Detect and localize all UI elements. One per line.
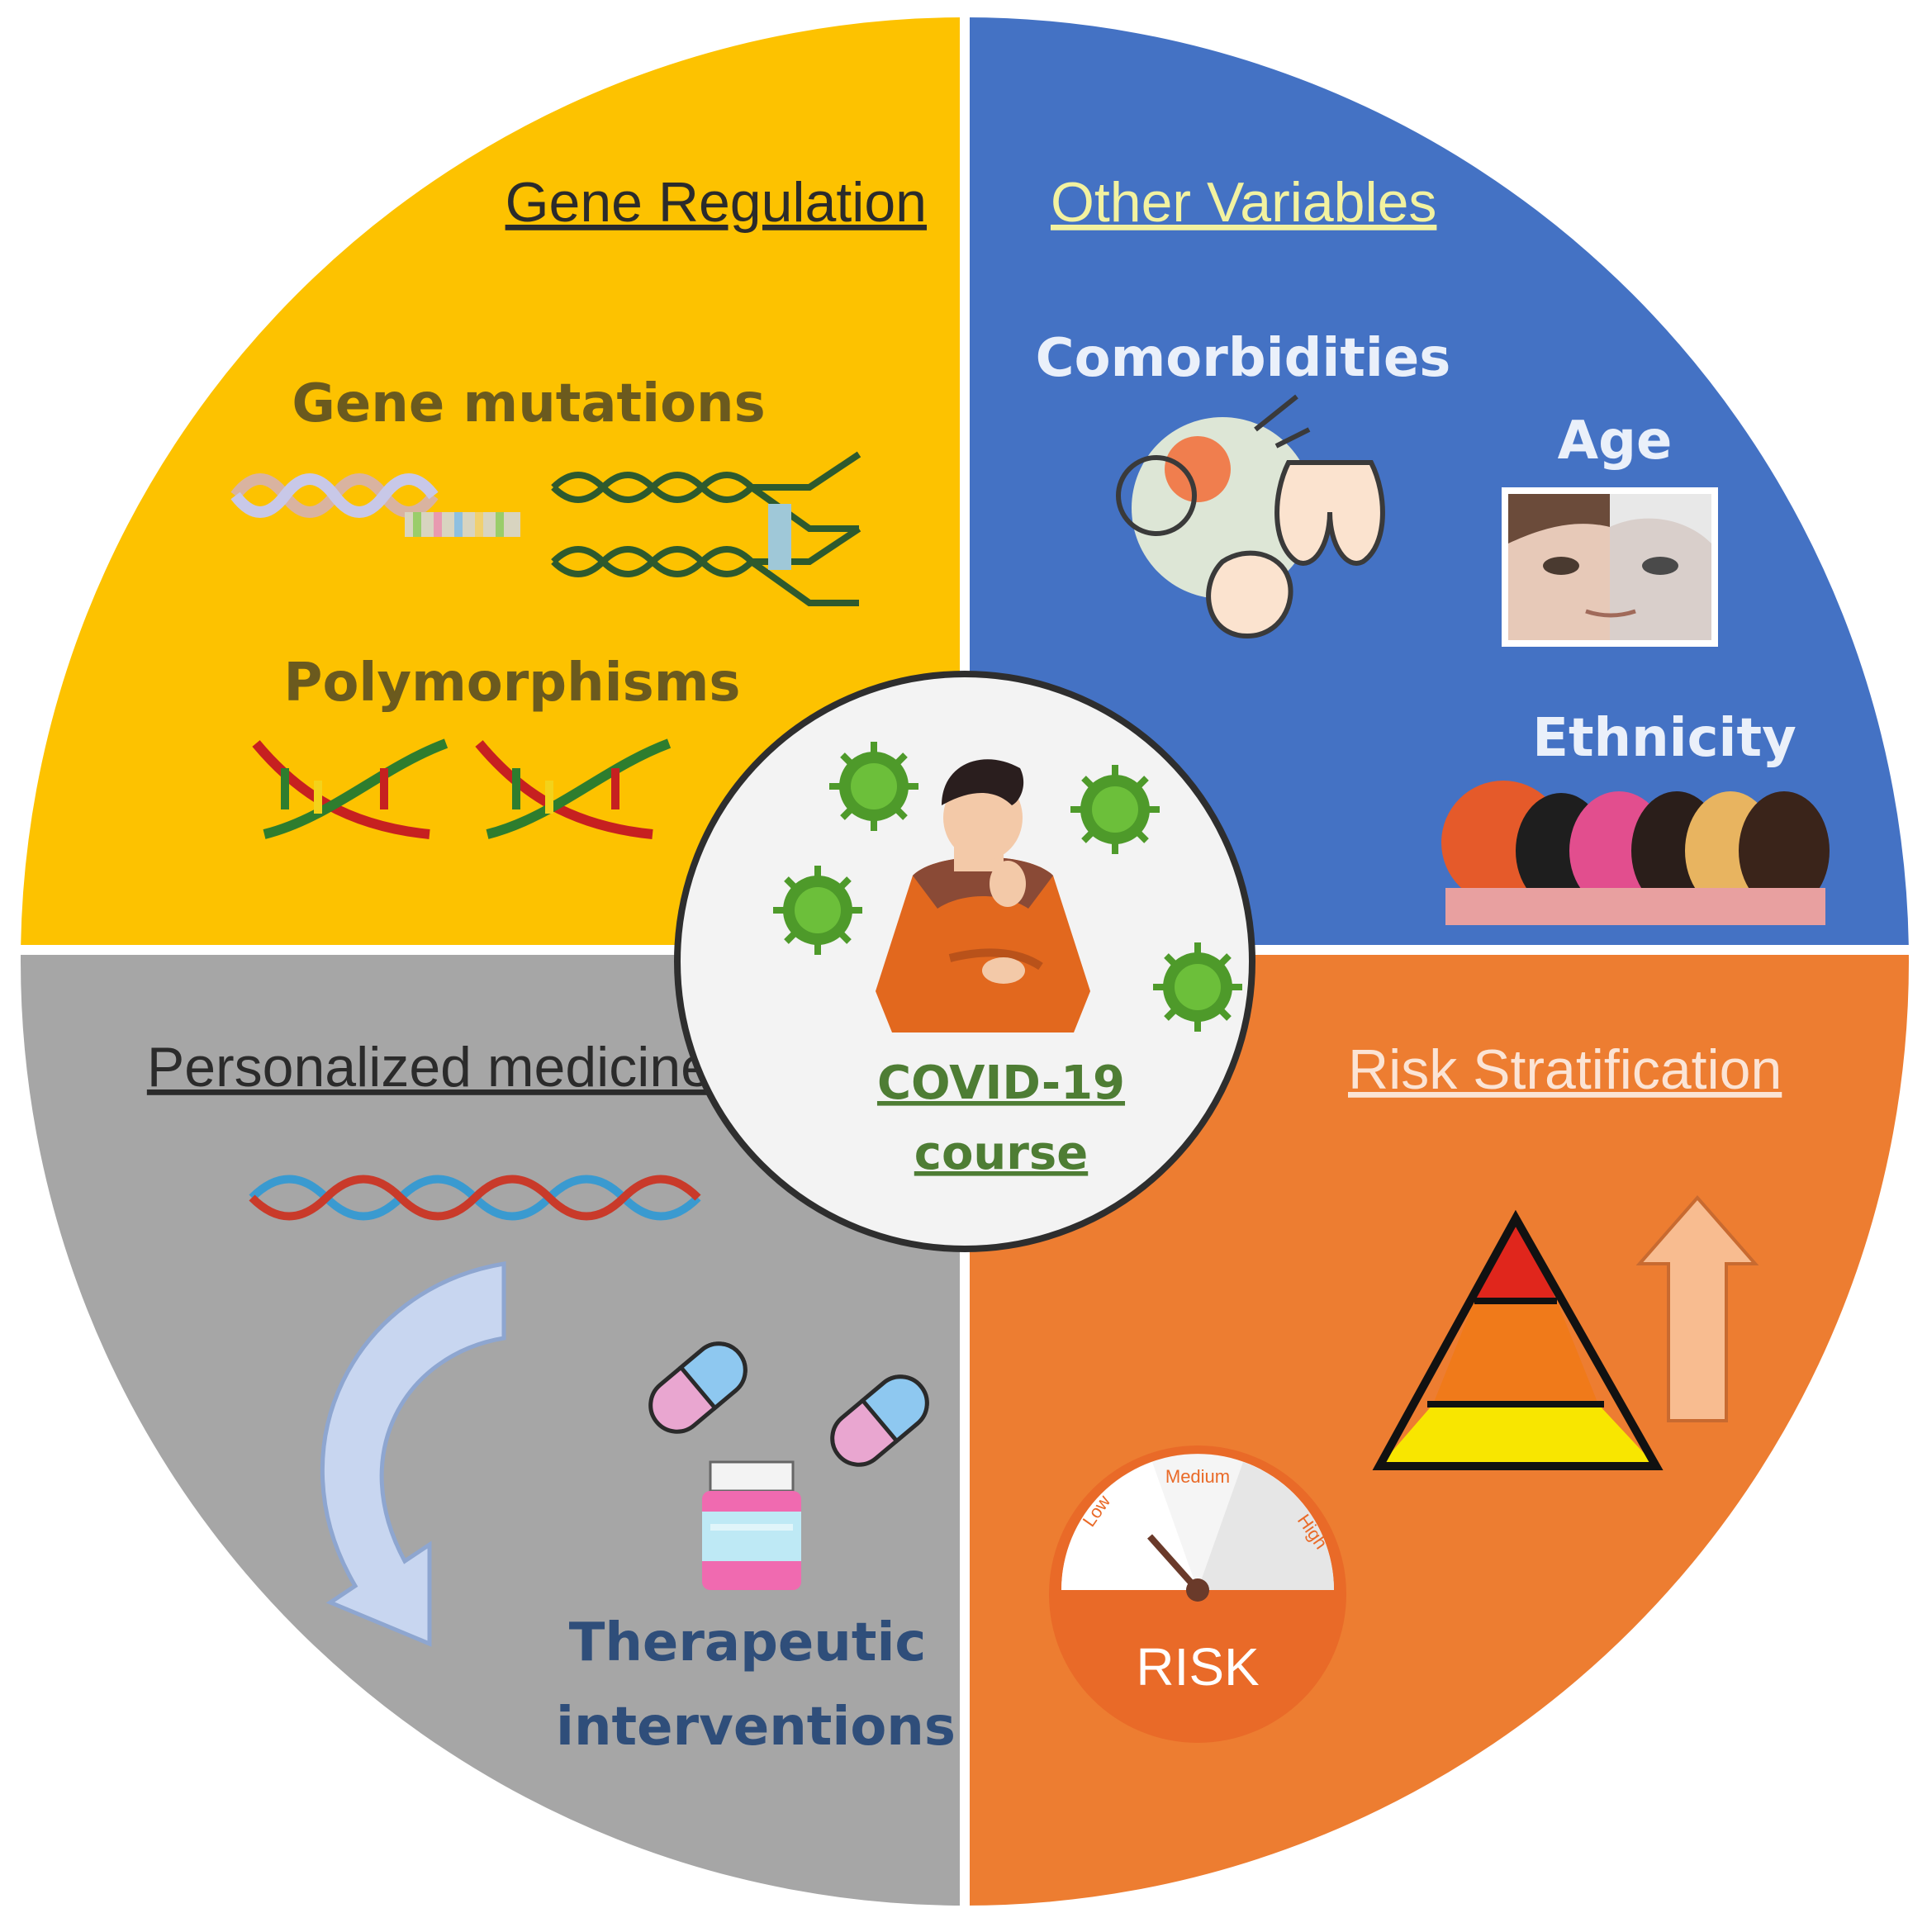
virus-icon-4 <box>1153 942 1242 1032</box>
interventions-label: interventions <box>556 1697 956 1758</box>
curved-arrow-icon <box>320 1261 506 1647</box>
ethnicity-label: Ethnicity <box>1532 708 1796 769</box>
comorbidities-label: Comorbidities <box>1036 328 1451 389</box>
center-label-line2: course <box>914 1127 1088 1180</box>
dna-helix-icon <box>249 1175 701 1221</box>
gene-mutations-label: Gene mutations <box>292 373 765 434</box>
pill-bottle-icon <box>702 1460 801 1590</box>
comorbidities-organs-icon <box>1116 394 1385 639</box>
ethnicity-faces-icon <box>1441 781 1830 925</box>
risk-stratification-title: Risk Stratification <box>1348 1038 1782 1101</box>
capsule-icon <box>648 1341 748 1434</box>
therapeutic-label: Therapeutic <box>569 1612 927 1673</box>
risk-pyramid-icon <box>1372 1209 1664 1470</box>
gauge-medium-label: Medium <box>1165 1466 1230 1487</box>
polymorphism-dna-icon <box>252 738 672 839</box>
gauge-risk-label: RISK <box>1136 1637 1259 1697</box>
virus-icon-3 <box>773 866 862 955</box>
risk-gauge-icon: Low Medium High RISK <box>1049 1445 1346 1743</box>
personalized-medicine-title: Personalized medicine <box>147 1036 712 1099</box>
outer-ring <box>16 12 1914 1911</box>
age-face-image <box>1502 487 1718 647</box>
dna-mutation-icon <box>230 473 520 537</box>
gene-regulation-title: Gene Regulation <box>505 171 927 234</box>
sick-person-icon <box>876 759 1090 1032</box>
other-variables-title: Other Variables <box>1051 171 1436 234</box>
age-label: Age <box>1558 411 1673 472</box>
virus-icon <box>829 742 918 831</box>
virus-icon-2 <box>1070 765 1160 854</box>
capsule-icon-2 <box>830 1374 929 1467</box>
up-arrow-icon <box>1635 1194 1759 1422</box>
dna-strand-icon <box>551 451 861 606</box>
center-label-line1: COVID-19 <box>877 1056 1125 1110</box>
polymorphisms-label: Polymorphisms <box>284 653 741 714</box>
